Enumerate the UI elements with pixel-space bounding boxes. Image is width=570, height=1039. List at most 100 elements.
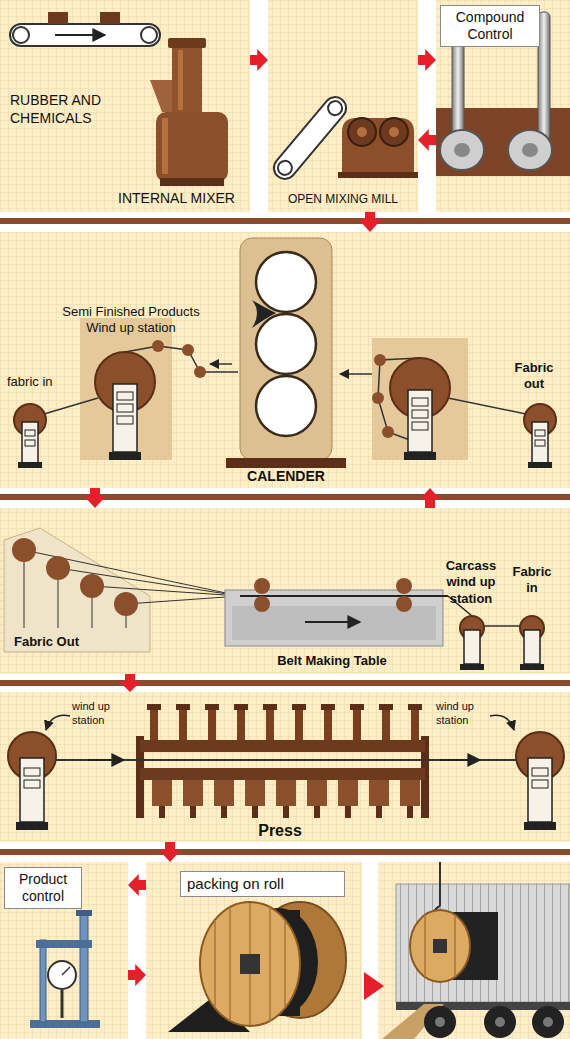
wind-up-stand xyxy=(24,768,40,776)
belt-reel xyxy=(284,920,286,1008)
belt-press xyxy=(140,740,425,752)
station-label: wind up station xyxy=(72,700,124,728)
belt-table xyxy=(396,596,412,612)
belt-press xyxy=(321,704,335,710)
belt-press xyxy=(276,780,296,806)
internal-mixer xyxy=(172,44,202,116)
loading-truck xyxy=(424,1006,456,1038)
fabric-creel xyxy=(4,528,240,652)
fabric-creel xyxy=(92,586,240,596)
belt-press xyxy=(408,704,422,710)
wind-up-stand xyxy=(25,430,35,436)
loading-truck xyxy=(410,910,470,982)
calender-machine xyxy=(256,314,316,374)
calender-machine xyxy=(226,238,346,468)
feed-conveyor xyxy=(55,34,105,36)
belt-press xyxy=(295,708,303,742)
mixing-mill xyxy=(338,118,418,178)
wind-up-stand xyxy=(117,392,133,400)
wind-up-stand xyxy=(24,780,40,788)
stage-panel xyxy=(0,692,570,842)
compound-tester xyxy=(454,143,470,157)
flow-arrow xyxy=(84,488,106,508)
belt-reel xyxy=(269,907,271,1021)
wind-up-stand xyxy=(20,758,44,822)
stage-panel xyxy=(436,0,570,212)
guide-roller xyxy=(152,340,394,438)
internal-mixer xyxy=(156,112,228,182)
station-label: Carcass wind up station xyxy=(440,558,502,607)
belt-press xyxy=(183,780,203,806)
belt-press xyxy=(345,806,351,818)
loading-truck xyxy=(378,862,570,1039)
tensile-tester xyxy=(36,940,92,948)
loading-truck xyxy=(435,1017,445,1027)
wind-up-stand xyxy=(484,625,520,627)
mixing-mill xyxy=(380,118,408,146)
belt-reel xyxy=(229,907,231,1021)
wind-up-stand xyxy=(22,422,38,464)
wind-up-stand xyxy=(46,715,70,730)
incline-conveyor xyxy=(269,93,350,184)
belt-press xyxy=(159,806,413,818)
wind-up-stand xyxy=(460,664,484,670)
mill-stage: OPEN MIXING MILL xyxy=(268,0,418,212)
stage-panel xyxy=(0,0,250,212)
incline-conveyor xyxy=(325,98,345,118)
feed-conveyor xyxy=(141,27,157,43)
belt-press xyxy=(314,806,320,818)
control-stage: Compound Control xyxy=(436,0,570,212)
belt-press xyxy=(324,708,332,742)
wind-up-stand xyxy=(8,715,564,830)
belt-press xyxy=(221,806,227,818)
incline-conveyor xyxy=(275,158,295,178)
incline-conveyor xyxy=(269,93,350,184)
stage-panel xyxy=(0,508,570,674)
loading-truck xyxy=(495,1017,505,1027)
loading-truck xyxy=(424,915,426,977)
mixing-mill xyxy=(348,118,376,146)
belt-press xyxy=(147,704,422,710)
packing-box: packing on roll xyxy=(180,871,345,897)
flow-arrow xyxy=(128,874,146,896)
wind-up-stand xyxy=(535,430,545,436)
wind-up-stand xyxy=(117,416,133,424)
machine-label: CALENDER xyxy=(236,468,336,486)
mixing-stage: RUBBER AND CHEMICALSINTERNAL MIXER xyxy=(0,0,250,212)
fabric-creel xyxy=(126,596,240,604)
tensile-tester xyxy=(30,910,100,1028)
fabric-creel xyxy=(80,574,104,598)
wind-up-stand xyxy=(524,630,540,664)
stage-panel xyxy=(0,0,250,212)
mixing-mill xyxy=(357,127,367,137)
mixing-mill xyxy=(338,172,418,178)
fabric-path xyxy=(210,363,232,365)
calender-machine xyxy=(256,376,316,436)
fabric-creel xyxy=(12,538,36,562)
fabric-creel xyxy=(126,616,127,628)
wind-up-stand xyxy=(528,758,552,822)
feed-conveyor xyxy=(13,27,29,43)
packing-stage: packing on roll xyxy=(146,862,362,1039)
stage-panel xyxy=(0,692,570,842)
belt-press xyxy=(382,708,390,742)
machine-label: INTERNAL MIXER xyxy=(118,190,248,208)
wind-up-stand xyxy=(464,630,480,664)
belt-press xyxy=(369,780,389,806)
flow-arrow xyxy=(250,49,268,71)
tensile-tester xyxy=(62,967,70,975)
mixing-mill xyxy=(342,118,414,174)
machine-label: Belt Making Table xyxy=(262,653,402,669)
stage-panel xyxy=(146,862,362,1039)
belt-press xyxy=(252,806,258,818)
fabric-path xyxy=(448,398,526,414)
tensile-tester xyxy=(40,940,46,1022)
belt-press xyxy=(440,759,480,761)
guide-roller xyxy=(194,366,206,378)
belt-press xyxy=(292,704,306,710)
belt-reel xyxy=(214,920,216,1008)
tensile-tester xyxy=(76,910,92,916)
station-backdrop xyxy=(80,318,172,460)
fabric-creel xyxy=(12,538,138,616)
